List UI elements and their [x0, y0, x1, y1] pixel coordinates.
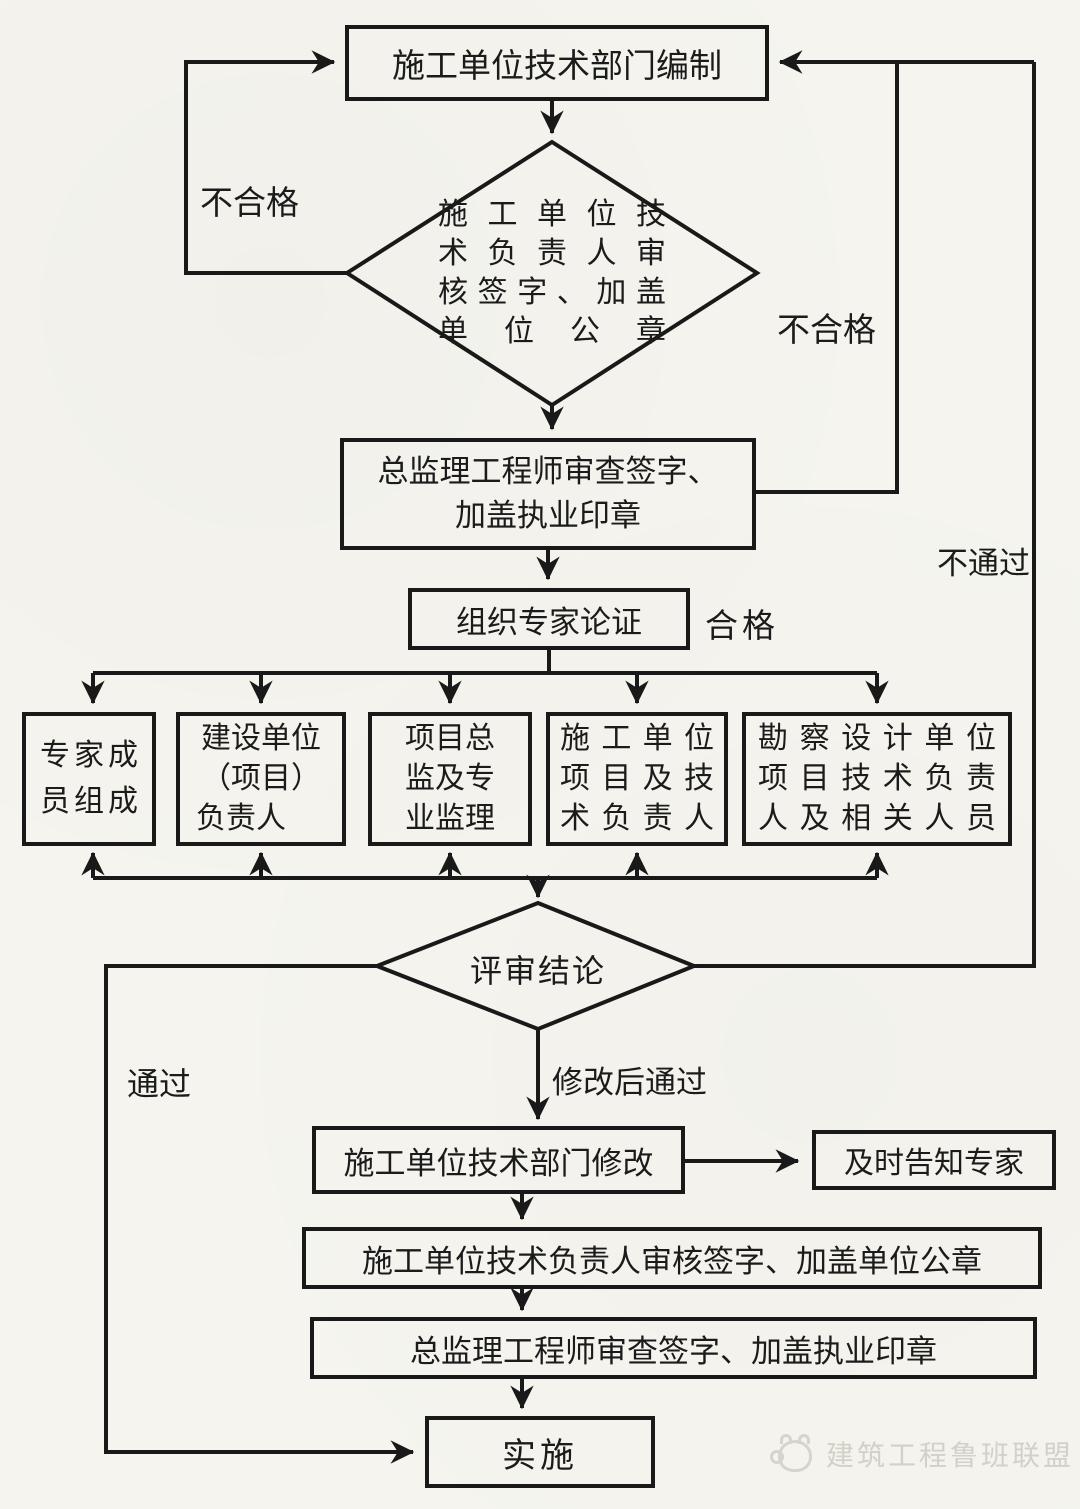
- node-chief-engineer2-label: 总监理工程师审查签字、加盖执业印章: [410, 1333, 937, 1369]
- node-modify-label: 施工单位技术部门修改: [343, 1145, 654, 1181]
- node-experts-line1: 专家成: [40, 739, 138, 772]
- node-contractor-line2: 项目及技: [560, 762, 714, 795]
- node-compile-label: 施工单位技术部门编制: [392, 49, 722, 85]
- node-chief-engineer: 总监理工程师审查签字、 加盖执业印章: [340, 438, 756, 550]
- label-not-passed: 不通过: [937, 546, 1030, 581]
- review-diamond-line1: 施工单位技: [438, 198, 666, 231]
- node-experts: 专家成 员组成: [22, 712, 156, 846]
- node-contractor-line1: 施工单位: [560, 722, 714, 755]
- node-chief-engineer2: 总监理工程师审查签字、加盖执业印章: [310, 1317, 1037, 1379]
- node-sign-seal: 施工单位技术负责人审核签字、加盖单位公章: [302, 1227, 1042, 1289]
- node-survey-line2: 项目技术负责: [758, 762, 996, 795]
- label-passed: 通过: [127, 1066, 192, 1102]
- line-unqualified-right-loop: [756, 62, 899, 494]
- watermark: 建筑工程鲁班联盟: [770, 1434, 1074, 1474]
- review-diamond-line2: 术负责人审: [438, 237, 666, 270]
- label-unqualified-left: 不合格: [200, 186, 299, 222]
- node-organize-label: 组织专家论证: [456, 604, 642, 640]
- node-survey-line1: 勘察设计单位: [758, 722, 996, 755]
- arrow-passed-to-implement: [104, 964, 415, 1464]
- node-owner-line1: 建设单位: [201, 722, 321, 755]
- node-survey-design: 勘察设计单位 项目技术负责 人及相关人员: [742, 712, 1012, 846]
- review-diamond-text: 施工单位技 术负责人审 核签字、加盖 单位公章: [438, 195, 666, 351]
- node-survey-line3: 人及相关人员: [758, 802, 996, 835]
- node-sign-seal-label: 施工单位技术负责人审核签字、加盖单位公章: [362, 1243, 982, 1279]
- node-supervisor-line3: 业监理: [405, 802, 495, 835]
- result-diamond-text: 评审结论: [470, 953, 607, 989]
- label-qualified: 合格: [705, 609, 779, 645]
- node-implement: 实施: [425, 1416, 655, 1488]
- node-compile: 施工单位技术部门编制: [345, 25, 769, 101]
- node-supervisor-line1: 项目总: [405, 722, 495, 755]
- node-notify: 及时告知专家: [812, 1130, 1056, 1190]
- review-diamond-line4: 单位公章: [438, 315, 666, 348]
- node-owner: 建设单位 （项目） 负责人: [176, 712, 346, 846]
- node-implement-label: 实施: [502, 1437, 578, 1475]
- line-not-passed-loop: [694, 62, 1036, 968]
- node-contractor-line3: 术负责人: [560, 802, 714, 835]
- node-contractor-tech: 施工单位 项目及技 术负责人: [546, 712, 728, 846]
- node-supervisor-line2: 监及专: [405, 762, 495, 795]
- label-unqualified-right: 不合格: [777, 313, 876, 349]
- node-chief-engineer-line1: 总监理工程师审查签字、: [377, 454, 719, 489]
- node-chief-engineer-line2: 加盖执业印章: [455, 498, 641, 533]
- review-diamond-line3: 核签字、加盖: [438, 276, 666, 309]
- node-supervisor: 项目总 监及专 业监理: [368, 712, 532, 846]
- node-owner-line2: （项目）: [201, 762, 321, 795]
- node-experts-line2: 员组成: [40, 785, 138, 818]
- arrow-unqualified-left-loop: [184, 50, 347, 275]
- label-passed-after-modify: 修改后通过: [552, 1065, 707, 1100]
- node-owner-line3: 负责人: [196, 802, 286, 835]
- node-notify-label: 及时告知专家: [844, 1147, 1024, 1180]
- luban-alliance-logo-icon: [770, 1434, 816, 1474]
- node-organize: 组织专家论证: [408, 588, 690, 650]
- watermark-text: 建筑工程鲁班联盟: [826, 1441, 1075, 1472]
- node-modify: 施工单位技术部门修改: [312, 1126, 685, 1194]
